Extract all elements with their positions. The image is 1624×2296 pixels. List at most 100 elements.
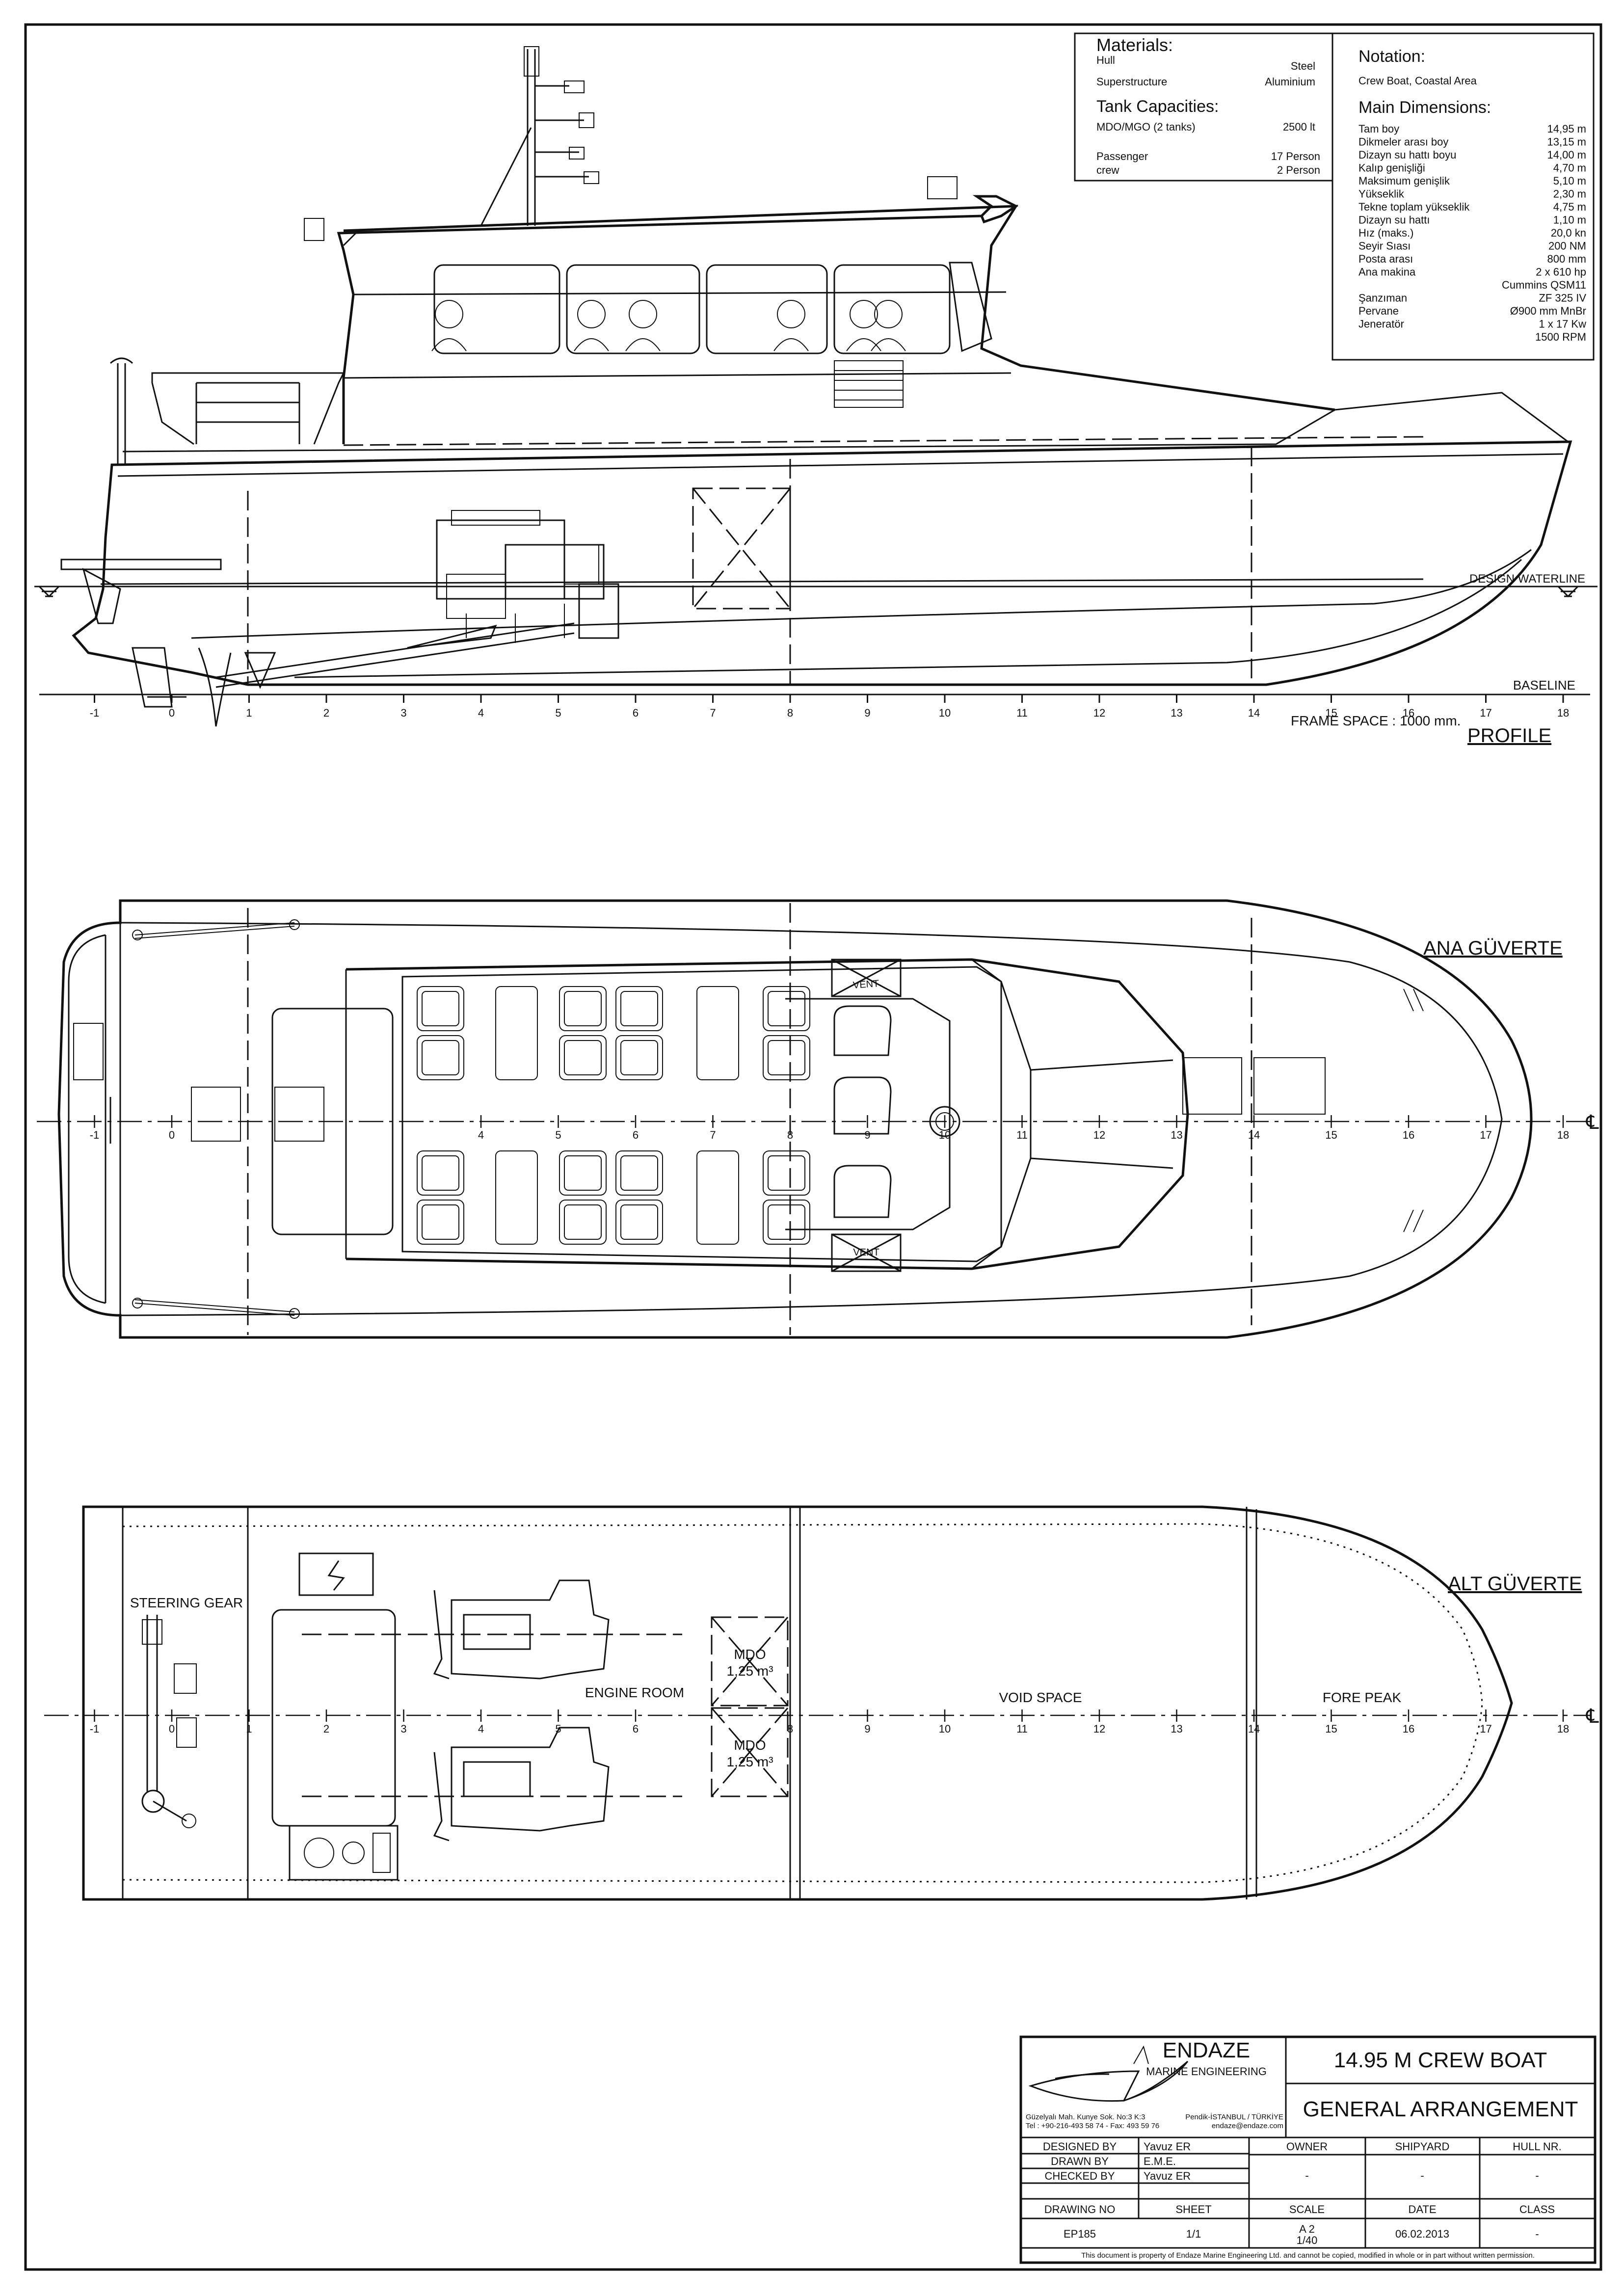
- frame-number: 5: [555, 1723, 561, 1735]
- frame-number: 4: [478, 1129, 484, 1141]
- mdo-bottom-vol: 1,25 m³: [727, 1754, 773, 1769]
- frame-number: 14: [1248, 1129, 1260, 1141]
- engine-port: [433, 1579, 610, 1680]
- dimension-value: 4,70 m: [1553, 162, 1586, 174]
- frame-number: 2: [323, 707, 329, 719]
- drawing-title: GENERAL ARRANGEMENT: [1303, 2097, 1578, 2121]
- seat-cushion: [422, 991, 459, 1026]
- frame-number: 5: [555, 1129, 561, 1141]
- tanks-value-1: 17 Person: [1271, 150, 1320, 162]
- mast: [480, 46, 599, 226]
- seat: [763, 986, 810, 1031]
- frame-number: 3: [400, 1723, 406, 1735]
- cabin-outline: [346, 958, 1189, 1270]
- company-phone: Tel : +90-216-493 58 74 - Fax: 493 59 76: [1026, 2122, 1159, 2130]
- dimension-label: Tam boy: [1358, 123, 1399, 135]
- frame-number: 18: [1557, 1129, 1569, 1141]
- dimension-label: Dizayn su hattı boyu: [1358, 149, 1456, 161]
- frame-number: 15: [1325, 1129, 1337, 1141]
- seat-cushion: [768, 991, 805, 1026]
- scale-value: 1/40: [1297, 2234, 1318, 2246]
- title-block: ENDAZE MARINE ENGINEERING Güzelyalı Mah.…: [1019, 2035, 1597, 2264]
- void-space-label: VOID SPACE: [999, 1690, 1082, 1705]
- seat-cushion: [620, 991, 658, 1026]
- owner-value: -: [1305, 2169, 1308, 2182]
- frame-number: 7: [710, 1129, 716, 1141]
- frame-number: 8: [787, 1129, 793, 1141]
- profile-hull: [72, 440, 1572, 686]
- seat-cushion: [564, 1155, 602, 1191]
- mdo-top-name: MDO: [734, 1647, 766, 1662]
- design-waterline-label: DESIGN WATERLINE: [1469, 572, 1585, 586]
- profile-title: PROFILE: [1467, 725, 1551, 747]
- searchlight: [304, 218, 324, 241]
- main-deck-centerline: ℄: [1586, 1112, 1599, 1133]
- seat: [615, 986, 663, 1031]
- owner-label: OWNER: [1286, 2140, 1328, 2153]
- drawn-by-label: DRAWN BY: [1051, 2155, 1109, 2167]
- dimension-label: Maksimum genişlik: [1358, 175, 1450, 187]
- seat-cushion: [768, 1204, 805, 1240]
- lower-deck-view: STEERING GEAR: [44, 1505, 1599, 1901]
- dimension-value: 2,30 m: [1553, 188, 1586, 200]
- profile-tank: [692, 487, 791, 610]
- main-deck-vent-top: VENT: [831, 959, 902, 997]
- dimension-value: 4,75 m: [1553, 201, 1586, 213]
- frame-number: 18: [1557, 707, 1569, 719]
- mdo-top-vol: 1,25 m³: [727, 1663, 773, 1679]
- drawing-no-label: DRAWING NO: [1044, 2203, 1116, 2216]
- stern-gear: [60, 559, 575, 727]
- profile-engine: [436, 510, 619, 643]
- frame-number: 1: [246, 707, 252, 719]
- mdo-bottom-name: MDO: [734, 1737, 766, 1753]
- frame-number: -1: [90, 707, 100, 719]
- dimension-value: 5,10 m: [1553, 175, 1586, 187]
- seat-cushion: [620, 1155, 658, 1191]
- spec-table: Materials: Hull Steel Superstructure Alu…: [1074, 32, 1595, 361]
- main-deck-outline: [57, 899, 1533, 1339]
- class-label: CLASS: [1519, 2203, 1555, 2216]
- profile-windows: [433, 262, 992, 354]
- frame-number: 8: [787, 1723, 793, 1735]
- frame-number: 17: [1480, 1723, 1491, 1735]
- fore-peak-label: FORE PEAK: [1323, 1690, 1402, 1705]
- seat: [615, 1200, 663, 1245]
- shipyard-label: SHIPYARD: [1395, 2140, 1450, 2153]
- tanks-value-0: 2500 lt: [1283, 121, 1315, 133]
- seat-cushion: [564, 1040, 602, 1075]
- endaze-logo: [1028, 2045, 1189, 2102]
- dimension-value: 1 x 17 Kw: [1539, 318, 1586, 330]
- hull-value: -: [1535, 2169, 1539, 2182]
- disclaimer: This document is property of Endaze Mari…: [1081, 2251, 1535, 2260]
- dimension-value: 1500 RPM: [1535, 331, 1586, 343]
- tanks-label-0: MDO/MGO (2 tanks): [1096, 121, 1196, 133]
- tanks-heading: Tank Capacities:: [1096, 97, 1219, 116]
- frame-number: 10: [939, 1723, 951, 1735]
- sheet-label: SHEET: [1175, 2203, 1211, 2216]
- radar-unit: [927, 176, 958, 199]
- lower-deck-title: ALT GÜVERTE: [1448, 1573, 1582, 1595]
- seat-cushion: [564, 1204, 602, 1240]
- tanks-label-2: crew: [1096, 164, 1119, 176]
- date-label: DATE: [1408, 2203, 1436, 2216]
- seat-cushion: [620, 1204, 658, 1240]
- dimension-label: Yükseklik: [1358, 188, 1405, 200]
- vent-top-label: VENT: [852, 978, 879, 991]
- notation-text: Crew Boat, Coastal Area: [1358, 75, 1477, 87]
- company-name: ENDAZE: [1163, 2038, 1250, 2062]
- sheet-value: 1/1: [1186, 2228, 1201, 2240]
- designed-by-label: DESIGNED BY: [1043, 2140, 1117, 2153]
- designed-by-value: Yavuz ER: [1144, 2140, 1191, 2153]
- seat: [763, 1150, 810, 1196]
- dimension-value: 14,00 m: [1547, 149, 1587, 161]
- notation-heading: Notation:: [1358, 47, 1425, 66]
- baseline-label: BASELINE: [1513, 678, 1575, 693]
- mdo-tank-bottom: MDO 1,25 m³: [711, 1707, 789, 1797]
- dimension-value: 13,15 m: [1547, 136, 1587, 148]
- seat: [417, 1150, 464, 1196]
- frame-number: 13: [1171, 707, 1182, 719]
- generator: [289, 1825, 399, 1881]
- steering-gear: STEERING GEAR: [130, 1595, 243, 1828]
